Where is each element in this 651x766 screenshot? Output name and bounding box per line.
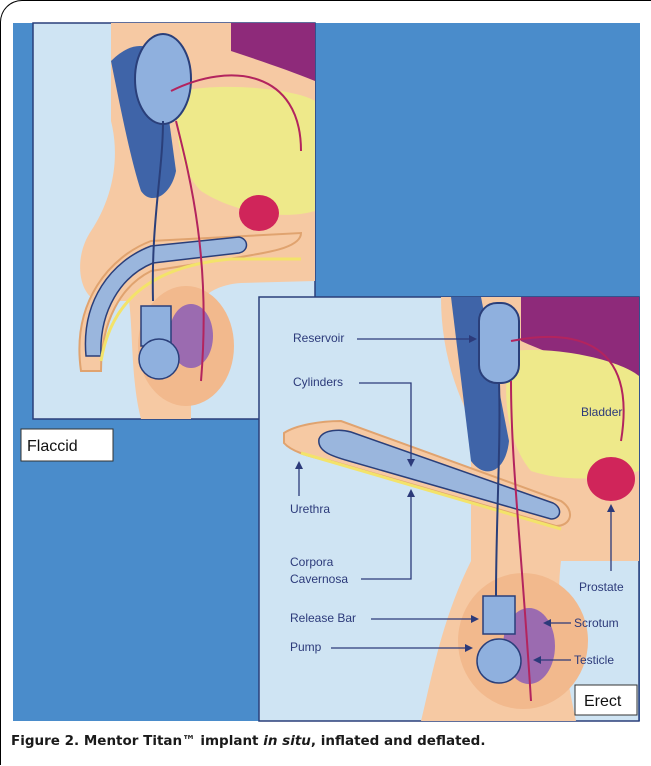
flaccid-reservoir (135, 34, 191, 124)
figure-caption: Figure 2. Mentor Titan™ implant in situ,… (11, 733, 641, 749)
flaccid-label: Flaccid (27, 438, 78, 455)
label-bladder: Bladder (581, 405, 622, 419)
label-corpora-line2: Cavernosa (290, 572, 348, 586)
label-scrotum: Scrotum (574, 616, 619, 630)
erect-panel: Reservoir Cylinders Urethra Corpora Cave… (259, 297, 639, 721)
label-pump: Pump (290, 640, 322, 654)
erect-pump (483, 596, 515, 634)
label-corpora-line1: Corpora (290, 555, 334, 569)
label-reservoir: Reservoir (293, 331, 344, 345)
erect-label: Erect (584, 693, 622, 710)
label-cylinders: Cylinders (293, 375, 343, 389)
label-prostate: Prostate (579, 580, 624, 594)
label-testicle: Testicle (574, 653, 614, 667)
label-release-bar: Release Bar (290, 611, 356, 625)
label-urethra: Urethra (290, 502, 330, 516)
erect-reservoir (479, 303, 519, 383)
